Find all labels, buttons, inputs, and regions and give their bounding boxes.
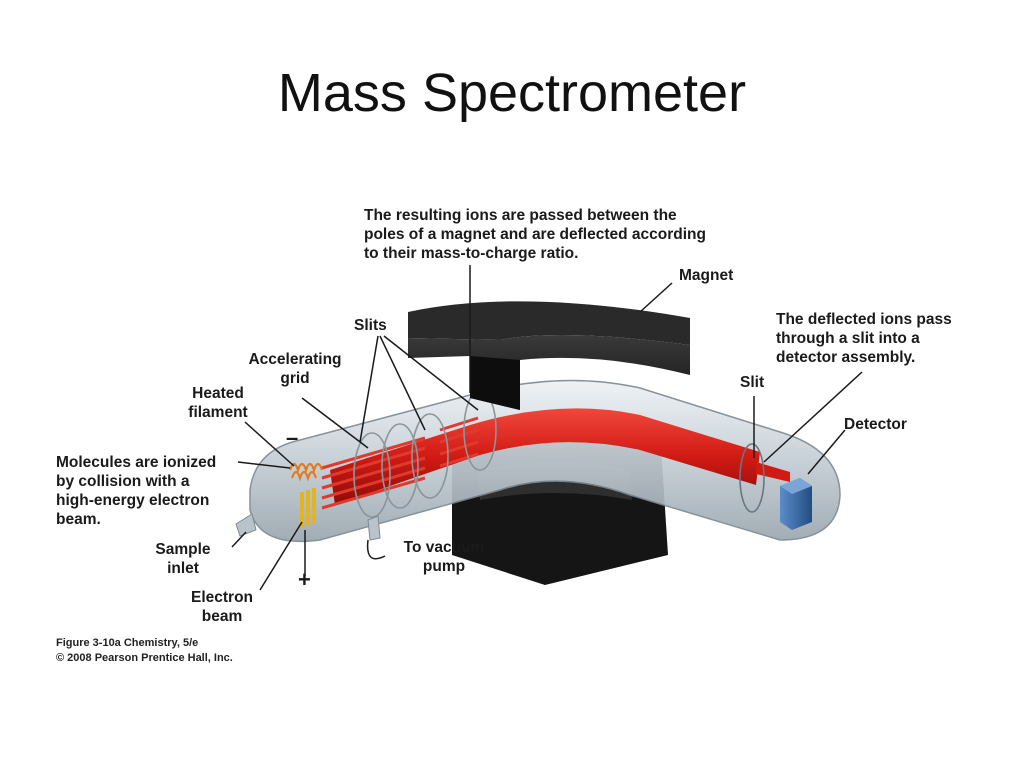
- sample-inlet-label: Sample inlet: [155, 541, 211, 577]
- ion-beam: [330, 408, 790, 505]
- accelerating-grid-label: Accelerating grid: [248, 351, 342, 387]
- electron-beam-label: Electron beam: [190, 589, 253, 625]
- detector-box: [780, 478, 812, 530]
- plus-sign: +: [298, 567, 311, 592]
- magnet-label: Magnet: [679, 267, 734, 284]
- glass-tube: [235, 379, 841, 543]
- vacuum-pump-label: To vacuum pump: [403, 539, 485, 575]
- ion-deflection-note: The resulting ions are passed between th…: [364, 207, 706, 262]
- detector-label: Detector: [844, 416, 907, 433]
- deflected-ions-note: The deflected ions pass through a slit i…: [776, 311, 952, 366]
- minus-sign: –: [286, 425, 299, 450]
- figure-credit: Figure 3-10a Chemistry, 5/e © 2008 Pears…: [56, 637, 233, 664]
- heated-filament-label: Heated filament: [188, 385, 248, 421]
- heated-filament: [288, 462, 324, 482]
- slit-label: Slit: [740, 374, 765, 391]
- accelerating-grid-rods: [321, 416, 479, 510]
- electron-beam-rods: [300, 488, 316, 528]
- slits-label: Slits: [354, 317, 387, 334]
- slide-title: Mass Spectrometer: [277, 63, 747, 123]
- magnet-upper-pole: [408, 301, 690, 410]
- ionization-note: Molecules are ionized by collision with …: [56, 454, 217, 528]
- callout-lines: [231, 265, 863, 591]
- vacuum-pump-outlet: [367, 515, 381, 541]
